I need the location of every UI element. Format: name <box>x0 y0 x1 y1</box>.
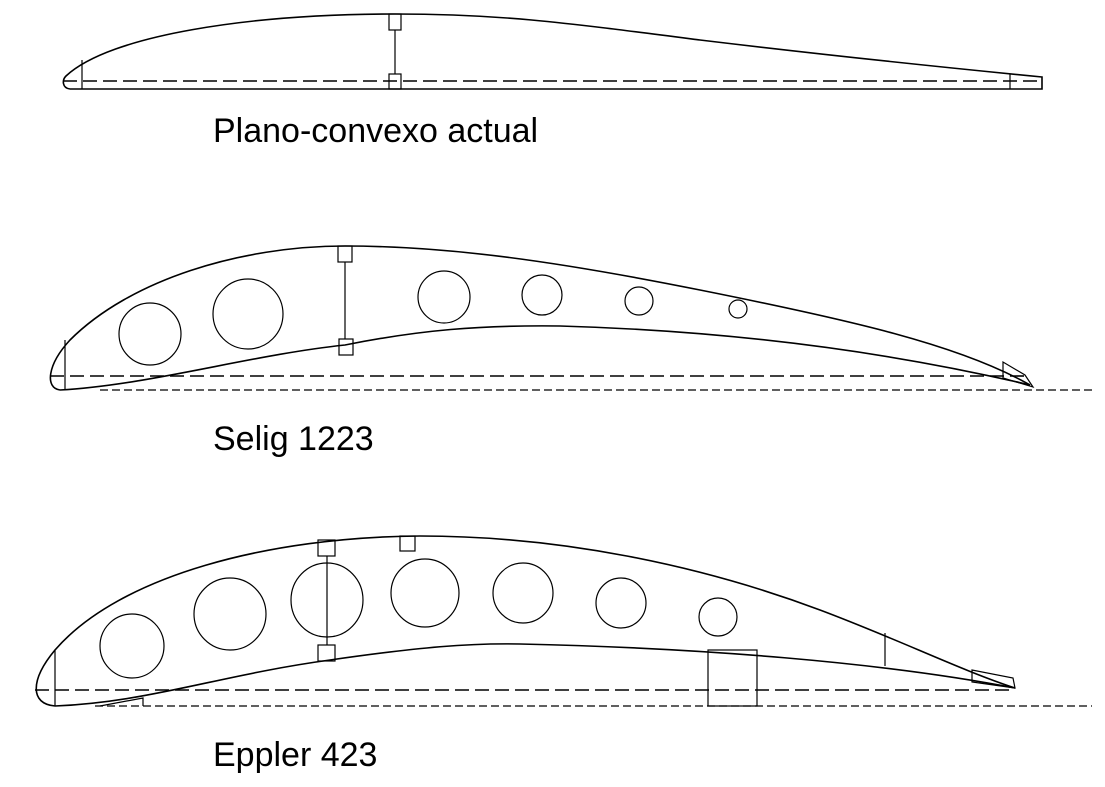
lightening-hole <box>492 562 554 624</box>
airfoil-upper-surface <box>49 245 1031 391</box>
auxiliary-spar <box>399 535 416 552</box>
airfoil-lower-surface <box>59 325 1031 391</box>
airfoil-label-eppler-423: Eppler 423 <box>213 736 378 774</box>
lightening-hole <box>99 613 165 679</box>
airfoil-upper-surface <box>35 535 1016 707</box>
lightening-hole <box>624 286 654 316</box>
airfoil-label-plano-convexo: Plano-convexo actual <box>213 112 539 150</box>
lightening-hole <box>521 274 563 316</box>
spar-cap-bottom <box>317 644 336 662</box>
lightening-hole <box>728 299 748 319</box>
trailing-edge-piece <box>1002 360 1035 389</box>
airfoil-outline <box>62 13 1043 90</box>
airfoil-plano-convexo <box>62 13 1043 90</box>
trailing-edge-piece <box>971 669 1016 689</box>
lightening-hole <box>212 278 284 350</box>
airfoil-selig-1223 <box>49 245 1092 391</box>
spar-cap-top <box>388 13 402 31</box>
spar-cap-bottom <box>338 338 354 356</box>
airfoil-label-selig-1223: Selig 1223 <box>213 420 374 458</box>
lightening-hole <box>417 270 471 324</box>
lightening-hole <box>595 577 647 629</box>
leading-edge-tab <box>99 697 144 707</box>
lightening-hole <box>698 597 738 637</box>
flap-mount <box>707 649 758 707</box>
airfoil-eppler-423 <box>35 535 1092 707</box>
lightening-hole <box>390 558 460 628</box>
lightening-hole <box>193 577 267 651</box>
airfoil-lower-surface <box>54 643 1016 707</box>
spar-cap-top <box>337 245 353 263</box>
lightening-hole <box>290 562 364 638</box>
lightening-hole <box>118 302 182 366</box>
